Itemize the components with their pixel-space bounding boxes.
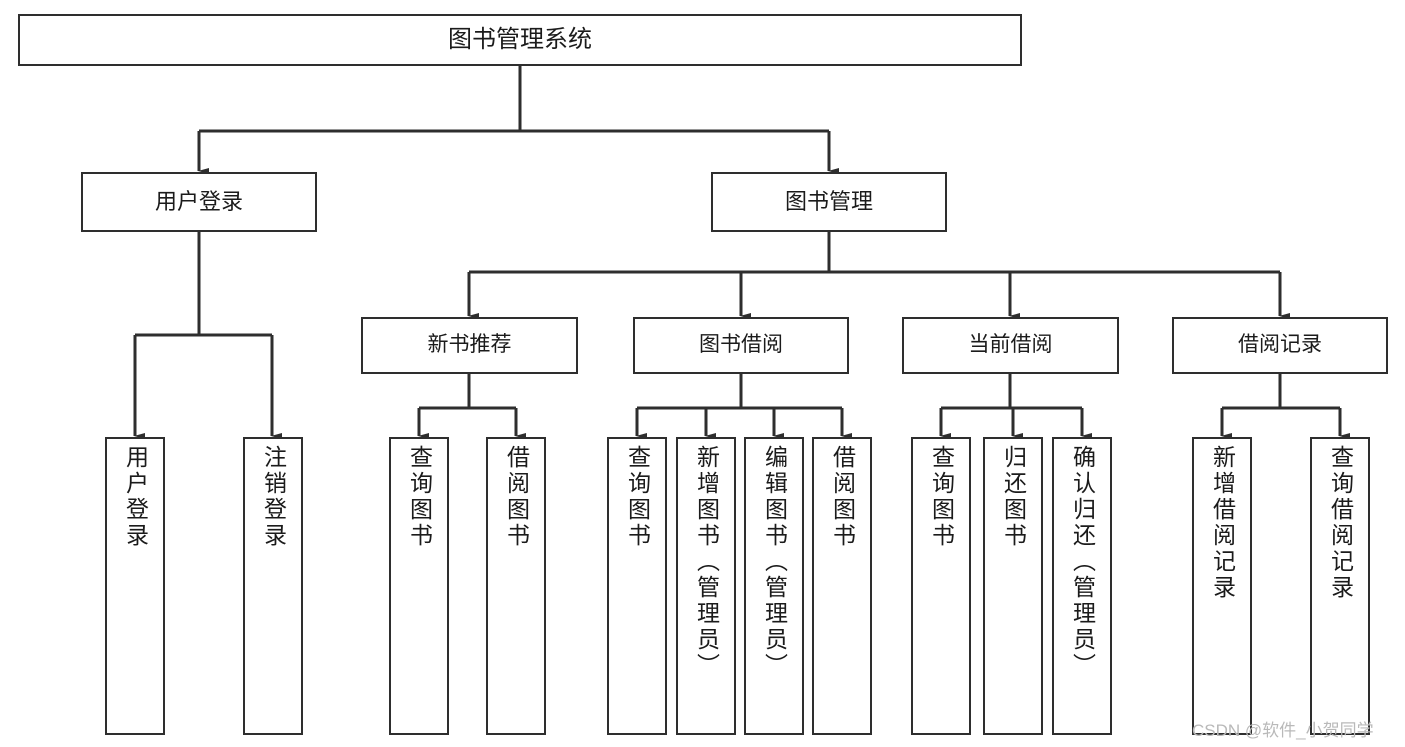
node-leaf-confirm-return-label: 确认归还（管理员） — [1069, 445, 1096, 679]
node-current-borrow-label: 当前借阅 — [968, 333, 1053, 357]
node-new-book-recommend[interactable]: 新书推荐 — [361, 317, 578, 374]
node-book-borrow[interactable]: 图书借阅 — [633, 317, 849, 374]
node-leaf-logout-label: 注销登录 — [260, 445, 287, 549]
node-leaf-user-login-label: 用户登录 — [122, 445, 149, 549]
node-user-login[interactable]: 用户登录 — [81, 172, 317, 232]
node-leaf-edit-book[interactable]: 编辑图书（管理员） — [744, 437, 804, 735]
node-leaf-borrow-book-rec[interactable]: 借阅图书 — [486, 437, 546, 735]
node-leaf-query-book-rec-label: 查询图书 — [406, 445, 433, 549]
node-leaf-query-book-rec[interactable]: 查询图书 — [389, 437, 449, 735]
node-leaf-add-record-label: 新增借阅记录 — [1209, 445, 1236, 601]
node-leaf-borrow-book-rec-label: 借阅图书 — [503, 445, 530, 549]
node-leaf-return-book-label: 归还图书 — [1000, 445, 1027, 549]
node-book-manage-label: 图书管理 — [784, 189, 873, 215]
node-leaf-query-record[interactable]: 查询借阅记录 — [1310, 437, 1370, 735]
node-book-borrow-label: 图书借阅 — [699, 333, 783, 357]
node-root[interactable]: 图书管理系统 — [18, 14, 1022, 66]
node-leaf-query-record-label: 查询借阅记录 — [1327, 445, 1354, 601]
connector-lines — [133, 66, 1350, 439]
node-leaf-borrow-book[interactable]: 借阅图书 — [812, 437, 872, 735]
node-borrow-record-label: 借阅记录 — [1238, 333, 1322, 357]
node-user-login-label: 用户登录 — [154, 189, 243, 215]
node-new-book-recommend-label: 新书推荐 — [427, 333, 512, 357]
node-book-manage[interactable]: 图书管理 — [711, 172, 947, 232]
node-leaf-add-book[interactable]: 新增图书（管理员） — [676, 437, 736, 735]
node-leaf-edit-book-label: 编辑图书（管理员） — [761, 445, 788, 679]
node-leaf-query-book-borrow[interactable]: 查询图书 — [607, 437, 667, 735]
node-borrow-record[interactable]: 借阅记录 — [1172, 317, 1388, 374]
node-leaf-user-login[interactable]: 用户登录 — [105, 437, 165, 735]
node-leaf-add-record[interactable]: 新增借阅记录 — [1192, 437, 1252, 735]
node-leaf-query-book-borrow-label: 查询图书 — [624, 445, 651, 549]
node-leaf-query-book-current[interactable]: 查询图书 — [911, 437, 971, 735]
node-leaf-confirm-return[interactable]: 确认归还（管理员） — [1052, 437, 1112, 735]
node-leaf-borrow-book-label: 借阅图书 — [829, 445, 856, 549]
node-leaf-logout[interactable]: 注销登录 — [243, 437, 303, 735]
node-leaf-query-book-current-label: 查询图书 — [928, 445, 955, 549]
node-current-borrow[interactable]: 当前借阅 — [902, 317, 1119, 374]
node-leaf-add-book-label: 新增图书（管理员） — [693, 445, 720, 679]
node-leaf-return-book[interactable]: 归还图书 — [983, 437, 1043, 735]
node-root-label: 图书管理系统 — [448, 25, 592, 53]
